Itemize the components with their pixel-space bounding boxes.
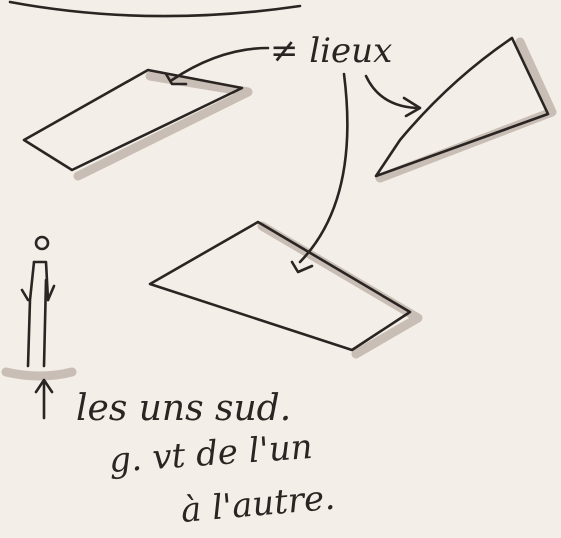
person-ground-shadow xyxy=(6,372,72,376)
arrow-to-center-plane xyxy=(300,74,347,262)
plane-center-shadow xyxy=(262,226,418,354)
top-arc-stroke xyxy=(10,2,300,16)
stick-figure-icon xyxy=(22,237,54,366)
label-places: ≠ lieux xyxy=(270,31,392,71)
arrow-to-center-plane-head xyxy=(292,262,312,272)
arrow-to-right-plane xyxy=(366,76,416,108)
note-line-2: g. vt de l'un xyxy=(108,427,314,481)
arrow-to-left-plane xyxy=(172,48,268,80)
note-line-1: les uns sud. xyxy=(76,388,291,429)
plane-right-shadow xyxy=(380,42,552,178)
note-line-3: à l'autre. xyxy=(179,478,336,531)
arrow-up-icon xyxy=(36,380,52,418)
